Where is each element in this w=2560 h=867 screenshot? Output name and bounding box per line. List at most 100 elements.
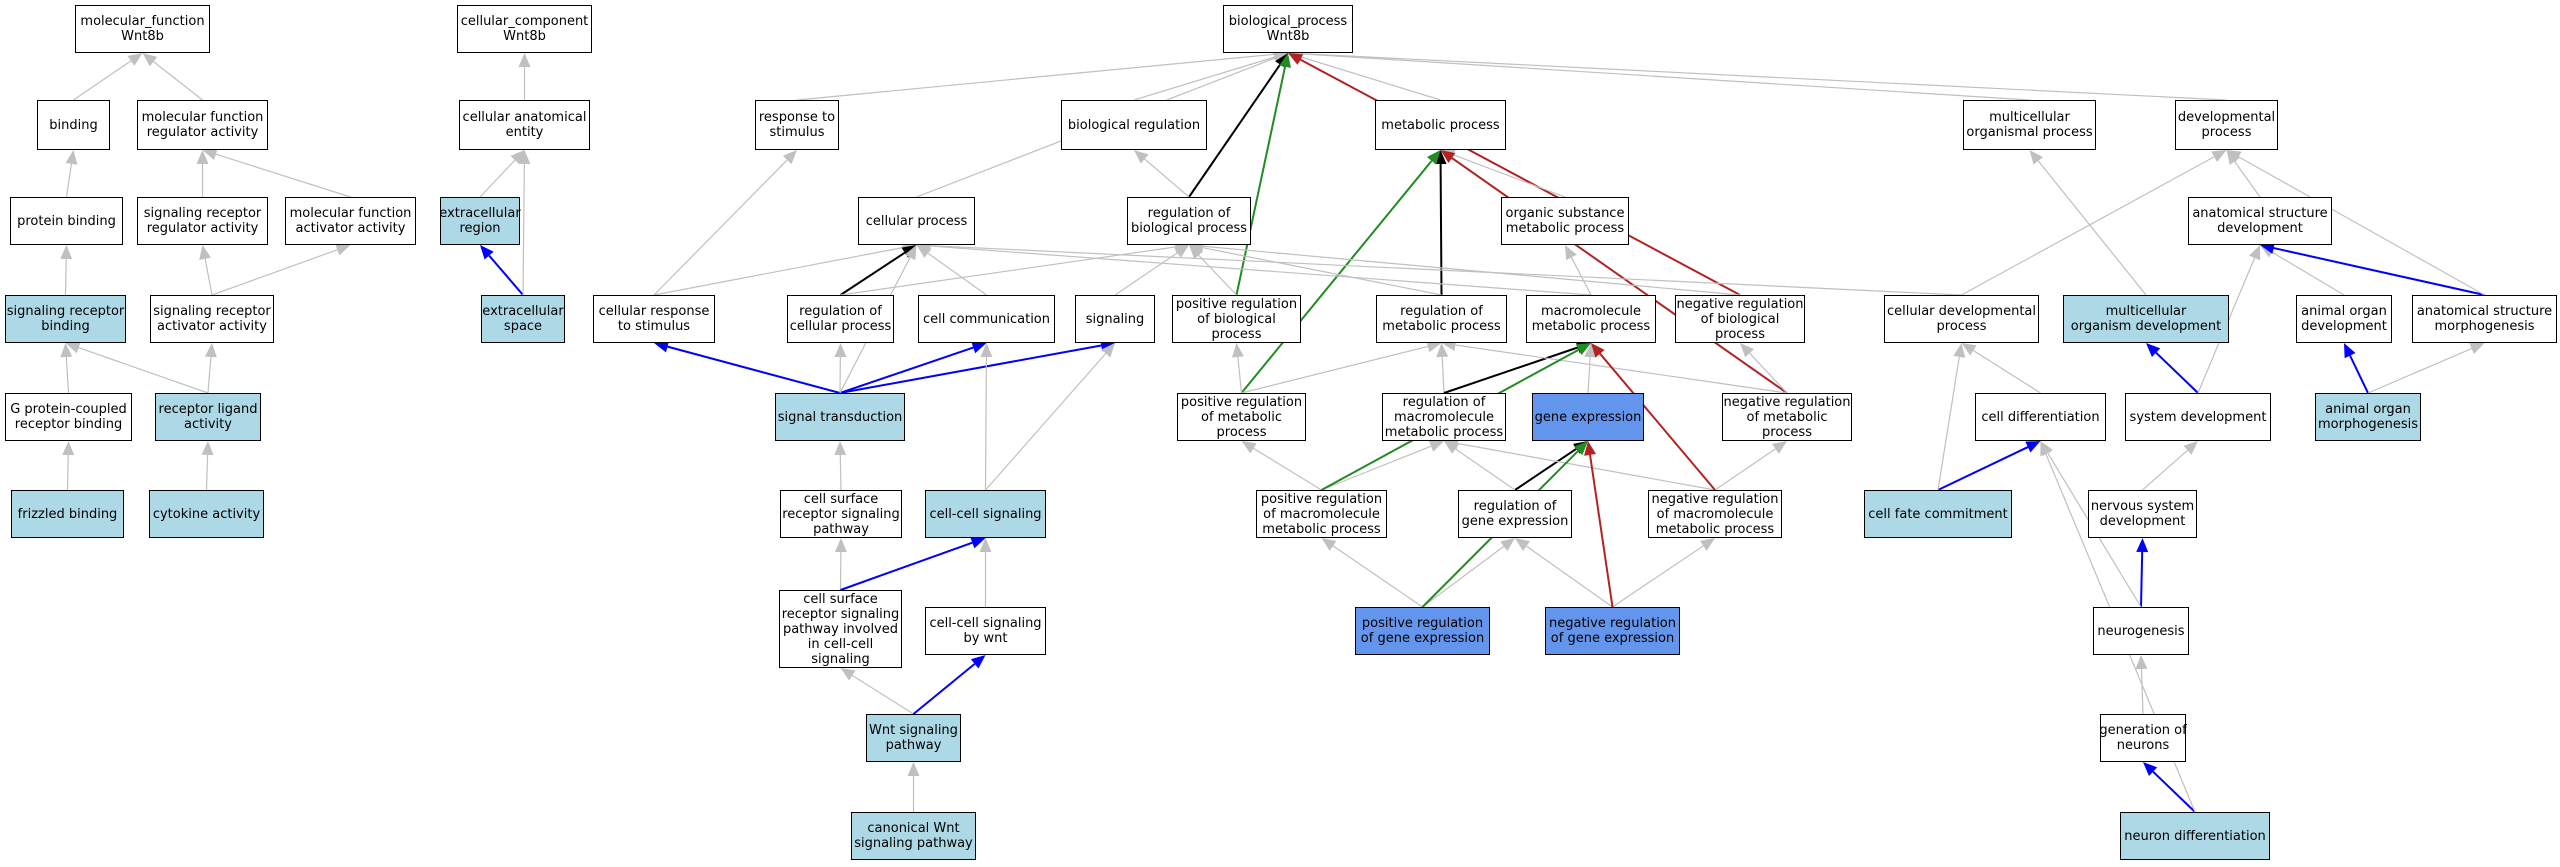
edge-line [2234,161,2261,198]
go-term-node[interactable]: cell-cell signaling [925,490,1046,538]
node-label-line: organism development [2070,319,2222,334]
edge-arrowhead [1174,245,1189,258]
edge-arrowhead [2143,762,2158,777]
edge-arrowhead [1575,343,1591,355]
edge-line [1439,163,1443,296]
edge-line [1235,66,1287,296]
node-label-line: animal organ [2301,304,2387,319]
go-term-node[interactable]: cytokine activity [149,490,264,538]
node-label-line: of biological [1700,311,1780,327]
edge-line [205,454,209,491]
go-term-node[interactable]: metabolic process [1375,100,1506,150]
node-label-line: process [1216,424,1267,440]
edge-line [839,344,1102,394]
node-label-line: activator activity [157,319,267,334]
go-term-node[interactable]: biological regulation [1061,100,1207,150]
go-term-node[interactable]: neurogenesis [2093,607,2189,655]
go-term-node[interactable]: system development [2125,393,2271,441]
node-label-line: regulation of [1400,304,1483,319]
edge-line [1422,545,1505,608]
edge-line [984,356,988,491]
go-term-node[interactable]: signal transduction [775,393,905,441]
go-term-node[interactable]: cell differentiation [1975,393,2106,441]
go-term-node[interactable]: binding [37,100,110,150]
edge-arrowhead [1189,245,1203,260]
node-label-line: development [2301,319,2387,334]
edge-arrowhead [65,150,78,165]
node-label-line: to stimulus [617,319,691,334]
edge-line [1114,252,1178,296]
edge-line [1937,446,2029,491]
node-label-line: biological process [1130,221,1248,236]
edge-arrowhead [1961,343,1977,356]
node-label-line: of metabolic [1746,409,1828,425]
edge-line [930,245,1592,296]
go-term-node[interactable]: cell communication [918,295,1055,343]
edge-arrowhead [654,340,670,353]
go-term-node[interactable]: signaling [1075,295,1155,343]
go-term-node[interactable]: neuron differentiation [2120,812,2270,860]
edge-arrowhead [518,150,531,165]
edge-line [2271,251,2345,296]
edge-line [215,153,351,198]
edge-arrowhead [60,343,73,358]
node-label-line: receptor binding [14,417,123,432]
edge-arrowhead [2260,242,2275,254]
node-label-line: cellular process [865,213,968,229]
go-term-node[interactable]: gene expression [1532,393,1644,441]
edge-line [1301,53,2030,101]
node-label-line: molecular function [141,110,264,125]
edge-arrowhead [1241,441,1257,454]
go-term-node[interactable]: frizzled binding [11,490,124,538]
node-label-line: macromolecule [1393,409,1494,425]
go-term-node[interactable]: protein binding [10,197,123,245]
go-term-node[interactable]: cellular process [858,197,975,245]
go-term-node[interactable]: cell fate commitment [1864,490,2012,538]
